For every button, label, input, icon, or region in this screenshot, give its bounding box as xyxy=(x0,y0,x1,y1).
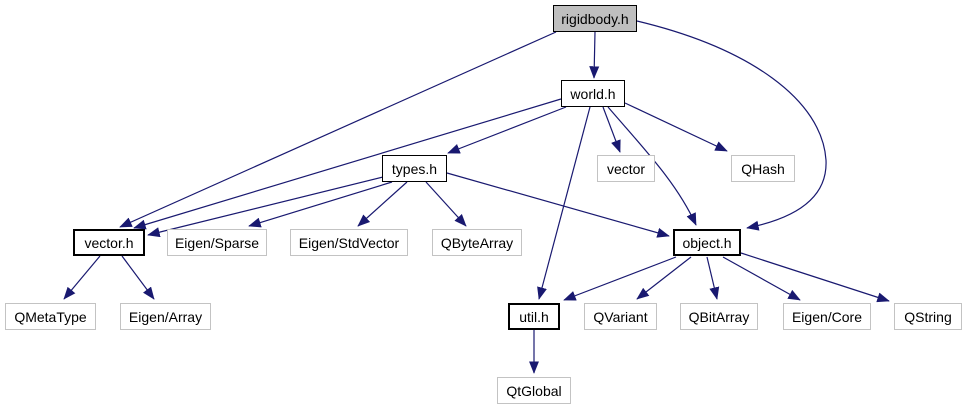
node-qvariant: QVariant xyxy=(584,303,657,330)
edge-object-util xyxy=(563,256,677,301)
node-types-h[interactable]: types.h xyxy=(382,155,447,182)
edge-types-qbytearray xyxy=(425,181,467,227)
node-qmetatype: QMetaType xyxy=(5,303,96,330)
node-label: Eigen/Core xyxy=(791,308,863,325)
node-label: world.h xyxy=(570,85,616,102)
edge-object-eigencore xyxy=(722,256,801,301)
node-label: Eigen/Array xyxy=(128,308,203,325)
node-qbytearray: QByteArray xyxy=(432,229,522,256)
node-vector-h[interactable]: vector.h xyxy=(73,229,145,256)
node-qstring: QString xyxy=(894,303,962,330)
node-label: vector xyxy=(606,160,646,177)
node-qbitarray: QBitArray xyxy=(680,303,758,330)
node-eigen-core: Eigen/Core xyxy=(783,303,871,330)
edges xyxy=(63,20,890,374)
node-label: QVariant xyxy=(593,308,648,325)
edge-types-eigensparse xyxy=(248,181,393,228)
edge-object-qstring xyxy=(740,252,890,303)
edge-types-eigenstdvector xyxy=(357,181,408,227)
node-label: QtGlobal xyxy=(506,382,562,399)
node-util-h[interactable]: util.h xyxy=(508,303,560,330)
node-label: object.h xyxy=(682,234,732,251)
edge-rigidbody-vectorh xyxy=(119,31,557,228)
edge-object-qbitarray xyxy=(706,256,720,300)
edge-types-object xyxy=(446,172,670,238)
node-label: util.h xyxy=(519,308,549,325)
edge-world-types xyxy=(447,106,567,154)
edge-rigidbody-object xyxy=(636,20,827,231)
node-eigen-sparse: Eigen/Sparse xyxy=(167,229,267,256)
node-label: QHash xyxy=(741,160,785,177)
node-label: Eigen/Sparse xyxy=(174,234,260,251)
node-rigidbody-h[interactable]: rigidbody.h xyxy=(553,5,637,32)
node-vector: vector xyxy=(597,155,655,182)
node-qhash: QHash xyxy=(731,155,795,182)
node-label: vector.h xyxy=(84,234,134,251)
node-object-h[interactable]: object.h xyxy=(673,229,741,256)
edge-vectorh-qmetatype xyxy=(63,255,101,300)
node-label: Eigen/StdVector xyxy=(298,234,400,251)
node-label: QMetaType xyxy=(14,308,87,325)
node-label: QString xyxy=(904,308,952,325)
node-eigen-stdvector: Eigen/StdVector xyxy=(290,229,408,256)
edge-world-util xyxy=(537,106,591,300)
edge-world-vectorh xyxy=(133,98,562,230)
edge-world-object xyxy=(607,106,697,226)
node-qtglobal: QtGlobal xyxy=(497,377,571,404)
edge-world-qhash xyxy=(624,102,728,152)
node-world-h[interactable]: world.h xyxy=(561,80,625,107)
node-label: rigidbody.h xyxy=(561,10,629,27)
edge-world-vector_std xyxy=(602,106,621,153)
node-label: types.h xyxy=(391,160,438,177)
edge-object-qvariant xyxy=(636,256,692,300)
node-label: QBitArray xyxy=(688,308,750,325)
node-eigen-array: Eigen/Array xyxy=(120,303,211,330)
edge-types-vectorh xyxy=(147,176,384,238)
edge-vectorh-eigenarray xyxy=(121,255,155,300)
node-label: QByteArray xyxy=(440,234,514,251)
edge-rigidbody-world xyxy=(589,31,600,79)
